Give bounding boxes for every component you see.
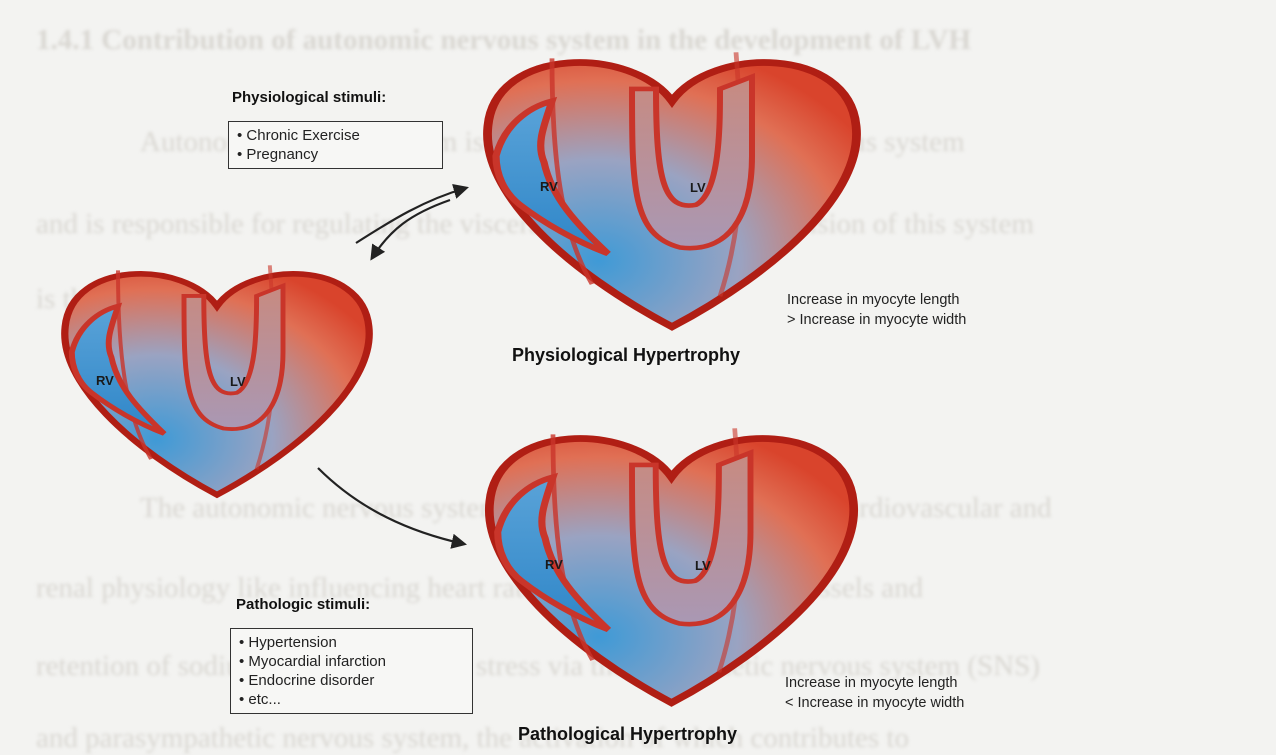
physiological-caption: Physiological Hypertrophy [512, 345, 740, 366]
pathological-stimulus-item: Hypertension [239, 633, 464, 652]
pathological-notes: Increase in myocyte length < Increase in… [785, 673, 964, 713]
lv-label-physiological: LV [690, 180, 706, 195]
pathological-heart-icon [489, 428, 853, 703]
pathological-stimulus-item: Myocardial infarction [239, 652, 464, 671]
pathological-stimuli-title: Pathologic stimuli: [236, 596, 370, 613]
physiological-notes: Increase in myocyte length > Increase in… [787, 290, 966, 330]
pathological-note-width: < Increase in myocyte width [785, 693, 964, 713]
pathological-stimuli-box: Hypertension Myocardial infarction Endoc… [230, 628, 473, 714]
physiological-stimuli-title: Physiological stimuli: [232, 89, 386, 106]
lv-label-normal: LV [230, 374, 246, 389]
physiological-stimulus-item: Pregnancy [237, 145, 434, 164]
arrow-from-physiological-icon [372, 200, 450, 258]
physiological-note-width: > Increase in myocyte width [787, 310, 966, 330]
pathological-note-length: Increase in myocyte length [785, 673, 964, 693]
arrow-to-physiological-icon [356, 188, 466, 243]
physiological-stimuli-box: Chronic Exercise Pregnancy [228, 121, 443, 169]
pathological-stimulus-item: etc... [239, 690, 464, 709]
lv-label-pathological: LV [695, 558, 711, 573]
arrow-to-pathological-icon [318, 468, 464, 544]
physiological-stimulus-item: Chronic Exercise [237, 126, 434, 145]
rv-label-normal: RV [96, 373, 114, 388]
pathological-caption: Pathological Hypertrophy [518, 724, 737, 745]
rv-label-pathological: RV [545, 557, 563, 572]
physiological-note-length: Increase in myocyte length [787, 290, 966, 310]
pathological-stimulus-item: Endocrine disorder [239, 671, 464, 690]
rv-label-physiological: RV [540, 179, 558, 194]
